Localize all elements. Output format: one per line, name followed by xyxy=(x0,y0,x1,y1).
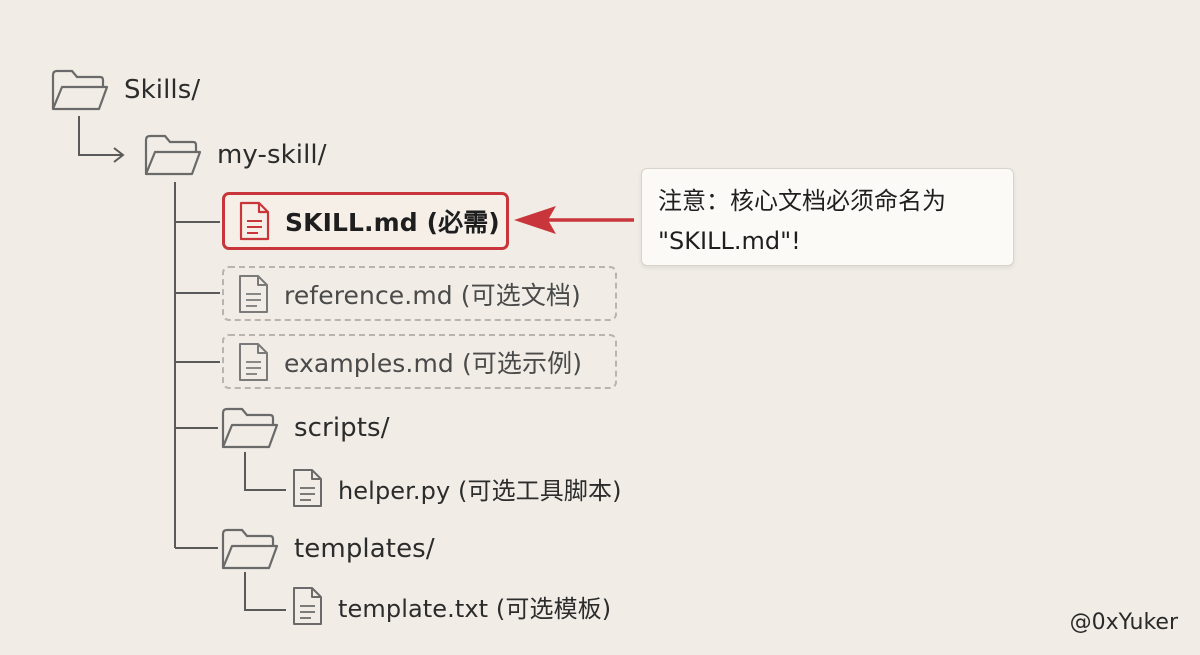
tree-node-label: examples.md (可选示例) xyxy=(284,348,583,378)
tree-node-reference-md-optional[interactable]: reference.md (可选文档) xyxy=(222,266,617,321)
document-icon xyxy=(290,585,324,627)
tree-node-helper-py-optional[interactable]: helper.py (可选工具脚本) xyxy=(290,467,622,509)
tree-node-label: template.txt (可选模板) xyxy=(338,594,612,623)
tree-node-skill-md-required[interactable]: SKILL.md (必需) xyxy=(222,192,509,250)
tree-node-label: my-skill/ xyxy=(217,140,327,170)
author-watermark: @0xYuker xyxy=(1069,610,1178,635)
tree-node-scripts-folder[interactable]: scripts/ xyxy=(220,404,390,452)
tree-node-templates-folder[interactable]: templates/ xyxy=(220,525,435,573)
callout-text-line-1: 注意：核心文档必须命名为 xyxy=(658,187,946,215)
document-icon xyxy=(237,200,271,242)
tree-node-template-txt-optional[interactable]: template.txt (可选模板) xyxy=(290,585,611,627)
tree-node-label: Skills/ xyxy=(124,75,201,105)
document-icon xyxy=(290,467,324,509)
tree-node-label: templates/ xyxy=(294,534,435,564)
document-icon xyxy=(236,341,270,383)
tree-node-my-skill-folder[interactable]: my-skill/ xyxy=(143,131,327,179)
tree-node-skills-folder[interactable]: Skills/ xyxy=(50,66,200,114)
folder-icon xyxy=(220,404,280,452)
callout-note: 注意：核心文档必须命名为 "SKILL.md"! xyxy=(641,168,1014,266)
document-icon xyxy=(236,273,270,315)
callout-text-line-2: "SKILL.md"! xyxy=(658,227,801,255)
folder-icon xyxy=(143,131,203,179)
folder-icon xyxy=(50,66,110,114)
folder-icon xyxy=(220,525,280,573)
callout-arrowhead xyxy=(514,206,556,234)
tree-node-label: reference.md (可选文档) xyxy=(284,280,581,310)
tree-node-label: SKILL.md (必需) xyxy=(285,208,500,237)
tree-node-examples-md-optional[interactable]: examples.md (可选示例) xyxy=(222,334,617,389)
tree-node-label: scripts/ xyxy=(294,413,390,443)
tree-node-label: helper.py (可选工具脚本) xyxy=(338,476,622,505)
